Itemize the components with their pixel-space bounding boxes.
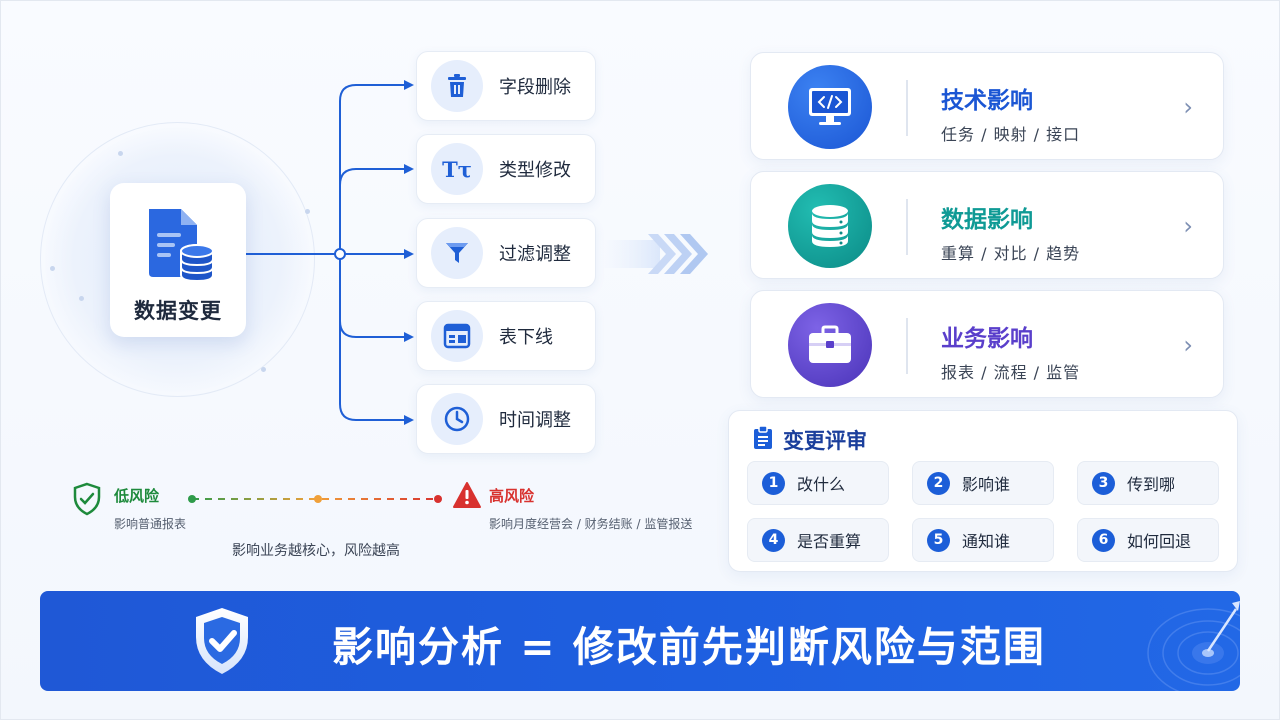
change-review-panel: 变更评审 1 改什么 2 影响谁 3 传到哪 4 是否重算 5 通知谁 6 如何…	[728, 410, 1238, 572]
shield-check-icon	[190, 605, 254, 681]
change-item-field-delete[interactable]: 字段删除	[416, 51, 596, 121]
review-item[interactable]: 3 传到哪	[1077, 461, 1219, 505]
impact-card-tech[interactable]: 技术影响 任务 / 映射 / 接口 ›	[750, 52, 1224, 160]
step-number: 1	[762, 471, 785, 495]
divider	[906, 199, 908, 255]
review-header: 变更评审	[753, 425, 867, 455]
divider	[906, 80, 908, 136]
flow-arrow-icon	[600, 230, 710, 282]
change-label: 字段删除	[499, 77, 571, 98]
impact-subtitle: 任务 / 映射 / 接口	[941, 125, 1081, 144]
source-title: 数据变更	[134, 299, 222, 323]
review-item[interactable]: 5 通知谁	[912, 518, 1054, 562]
source-card: 数据变更	[110, 183, 246, 337]
change-label: 表下线	[499, 327, 553, 348]
step-number: 5	[927, 528, 950, 552]
source-halo-ring	[40, 122, 315, 397]
chevron-right-icon: ›	[1183, 212, 1193, 240]
review-title: 变更评审	[783, 429, 867, 453]
review-item[interactable]: 2 影响谁	[912, 461, 1054, 505]
high-risk-description: 影响月度经营会 / 财务结账 / 监管报送	[489, 517, 693, 531]
impact-title: 技术影响	[941, 88, 1033, 114]
decor-dot	[50, 266, 55, 271]
impact-card-business[interactable]: 业务影响 报表 / 流程 / 监管 ›	[750, 290, 1224, 398]
change-item-table-offline[interactable]: 表下线	[416, 301, 596, 371]
decor-dot	[261, 367, 266, 372]
database-icon	[788, 184, 872, 268]
step-number: 3	[1092, 471, 1115, 495]
high-risk-label: 高风险	[489, 487, 535, 505]
review-item-label: 是否重算	[797, 532, 862, 551]
change-item-type-modify[interactable]: Tτ 类型修改	[416, 134, 596, 204]
impact-card-data[interactable]: 数据影响 重算 / 对比 / 趋势 ›	[750, 171, 1224, 279]
warning-icon	[452, 481, 482, 513]
review-item-label: 通知谁	[962, 532, 1011, 551]
review-item[interactable]: 6 如何回退	[1077, 518, 1219, 562]
review-item-label: 影响谁	[962, 475, 1011, 494]
risk-note: 影响业务越核心，风险越高	[232, 543, 400, 559]
decor-dot	[79, 296, 84, 301]
summary-banner: 影响分析 = 修改前先判断风险与范围	[40, 591, 1240, 691]
review-item[interactable]: 4 是否重算	[747, 518, 889, 562]
review-item[interactable]: 1 改什么	[747, 461, 889, 505]
change-label: 时间调整	[499, 410, 571, 431]
trash-icon	[431, 60, 483, 112]
decor-dot	[305, 209, 310, 214]
chevron-right-icon: ›	[1183, 331, 1193, 359]
decor-dot	[118, 151, 123, 156]
target-icon	[1100, 595, 1240, 691]
impact-title: 业务影响	[941, 326, 1033, 352]
impact-subtitle: 报表 / 流程 / 监管	[941, 363, 1081, 382]
chevron-right-icon: ›	[1183, 93, 1193, 121]
review-item-label: 传到哪	[1127, 475, 1176, 494]
change-label: 类型修改	[499, 160, 571, 181]
clock-icon	[431, 393, 483, 445]
low-risk-label: 低风险	[114, 487, 160, 505]
clipboard-icon	[753, 425, 773, 454]
change-item-filter-adjust[interactable]: 过滤调整	[416, 218, 596, 288]
step-number: 6	[1092, 528, 1115, 552]
impact-subtitle: 重算 / 对比 / 趋势	[941, 244, 1081, 263]
briefcase-icon	[788, 303, 872, 387]
review-item-label: 如何回退	[1127, 532, 1192, 551]
document-database-icon	[139, 205, 217, 287]
step-number: 2	[927, 471, 950, 495]
code-monitor-icon	[788, 65, 872, 149]
filter-icon	[431, 227, 483, 279]
table-icon	[431, 310, 483, 362]
shield-check-icon	[72, 482, 102, 520]
banner-text: 影响分析 = 修改前先判断风险与范围	[332, 623, 1046, 671]
divider	[906, 318, 908, 374]
step-number: 4	[762, 528, 785, 552]
review-item-label: 改什么	[797, 475, 846, 494]
change-item-time-adjust[interactable]: 时间调整	[416, 384, 596, 454]
impact-title: 数据影响	[941, 207, 1033, 233]
change-label: 过滤调整	[499, 244, 571, 265]
text-type-icon: Tτ	[431, 143, 483, 195]
low-risk-description: 影响普通报表	[114, 517, 187, 531]
